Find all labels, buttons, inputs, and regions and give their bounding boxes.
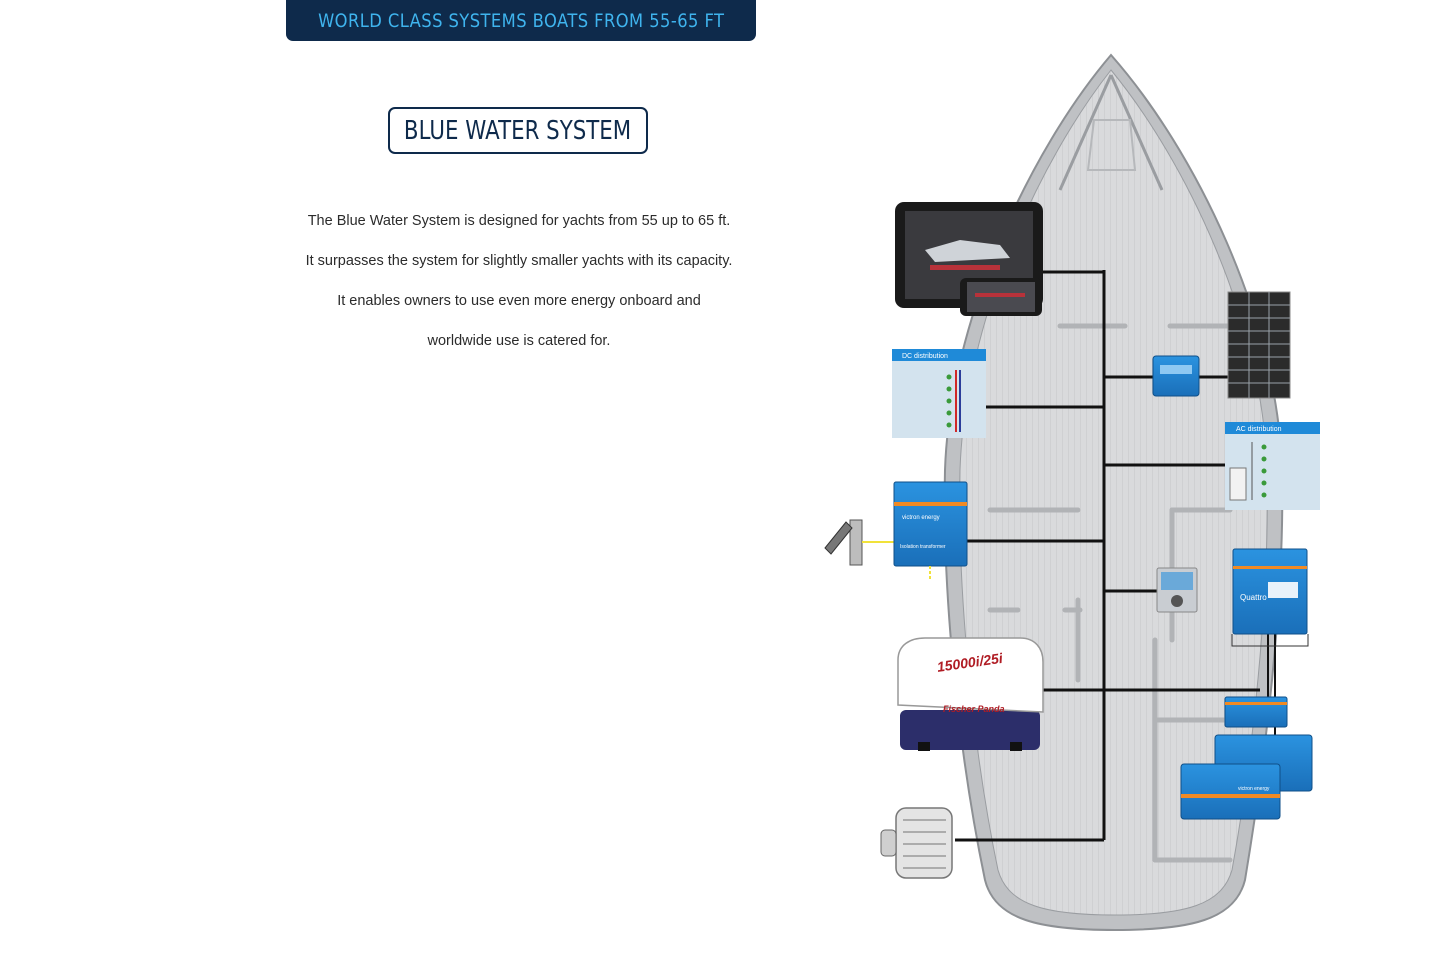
tablet-phone-display [895, 202, 1043, 316]
banner-text: WORLD CLASS SYSTEMS BOATS FROM 55-65 FT [317, 9, 725, 32]
description-line-4: worldwide use is catered for. [427, 333, 611, 349]
inverter-label: Quattro [1240, 593, 1267, 602]
description: The Blue Water System is designed for ya… [290, 212, 748, 372]
dc-distribution-label: DC distribution [902, 353, 948, 360]
battery-bank: victron energy [1180, 734, 1313, 820]
alternator [880, 807, 953, 879]
dc-distribution-panel: DC distribution [892, 349, 986, 438]
solar-charge-controller [1152, 355, 1200, 397]
control-panel [1156, 567, 1198, 613]
solar-panel [1227, 291, 1291, 399]
description-line-2: It surpasses the system for slightly sma… [305, 253, 733, 269]
section-title-box: BLUE WATER SYSTEM [388, 107, 648, 154]
ac-distribution-label: AC distribution [1236, 426, 1282, 433]
isolation-transformer: victron energy Isolation transformer [893, 481, 968, 580]
section-title: BLUE WATER SYSTEM [404, 115, 632, 146]
generator: 15000i/25i Fischer Panda [897, 637, 1044, 751]
ac-distribution-panel: AC distribution [1225, 422, 1320, 510]
description-line-3: It enables owners to use even more energ… [337, 293, 701, 309]
battery-brand: victron energy [1238, 786, 1270, 792]
top-banner: WORLD CLASS SYSTEMS BOATS FROM 55-65 FT [286, 0, 756, 41]
shore-power-inlet [824, 519, 895, 566]
isolation-transformer-brand: victron energy [902, 515, 940, 521]
quattro-inverter-charger: Quattro [1231, 548, 1309, 647]
description-line-1: The Blue Water System is designed for ya… [307, 213, 731, 229]
generator-brand: Fischer Panda [943, 704, 1005, 714]
isolation-transformer-label: Isolation transformer [900, 544, 946, 550]
battery-charger [1224, 696, 1288, 728]
